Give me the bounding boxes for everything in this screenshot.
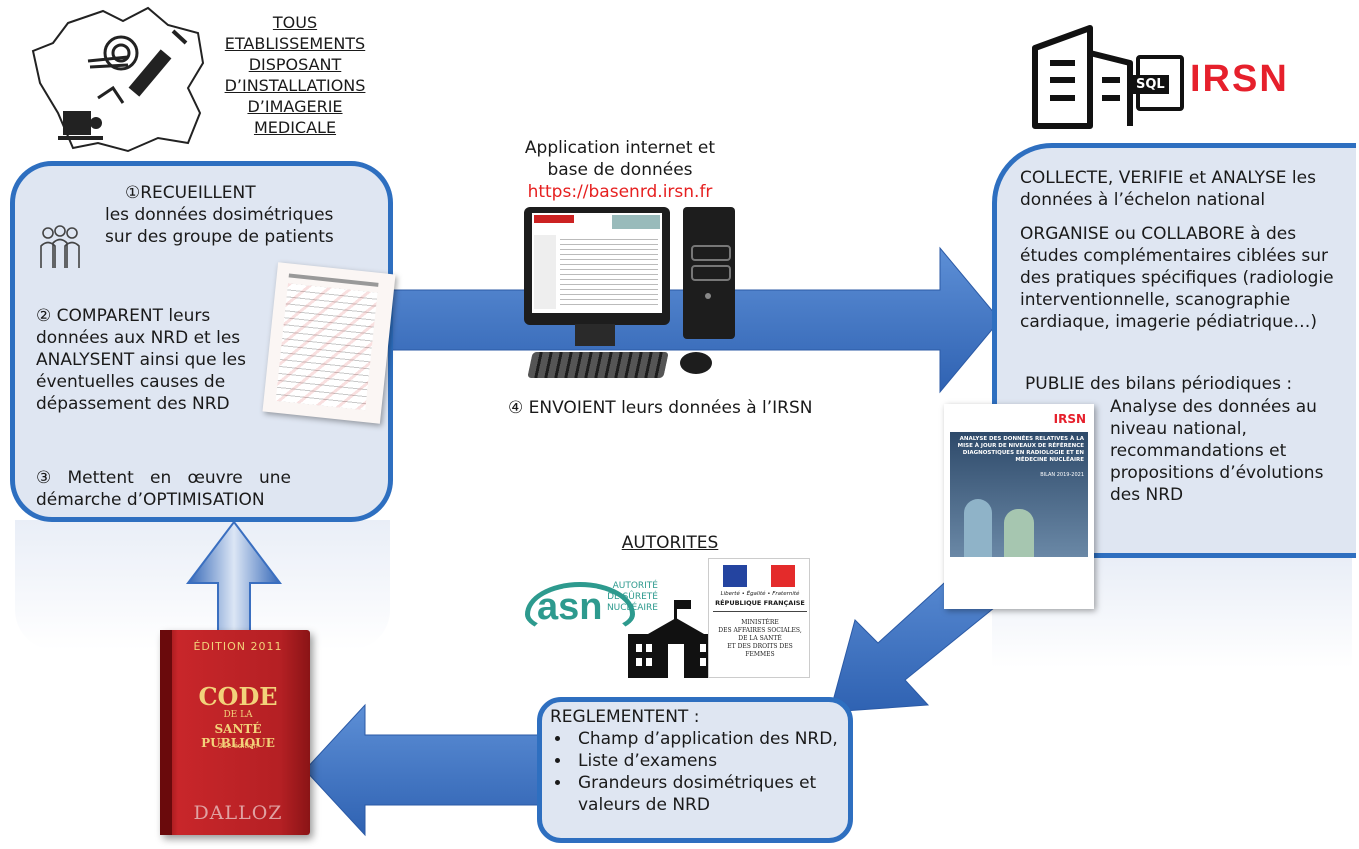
step3-optimise: ③ Mettent en œuvre une démarche d’OPTIMI…	[36, 468, 291, 510]
dosimetry-form-image	[262, 262, 396, 424]
irsn-organise: ORGANISE ou COLLABORE à des études compl…	[1020, 224, 1334, 332]
patients-group-icon	[40, 225, 80, 268]
app-url-link[interactable]: https://basenrd.irsn.fr	[527, 182, 713, 202]
irsn-report-cover: IRSN ANALYSE DES DONNÉES RELATIVES À LA …	[944, 404, 1094, 609]
irsn-publie-items: Analyse des données au niveau national, …	[1110, 397, 1324, 505]
asn-logo: asn	[525, 578, 635, 638]
regulations-box	[537, 697, 853, 843]
tower	[683, 207, 735, 339]
step2-compare: ② COMPARENT leurs données aux NRD et les…	[36, 306, 246, 414]
asn-tagline: AUTORITÉ DE SÛRETÉ NUCLÉAIRE	[606, 581, 658, 613]
left-box-reflection	[15, 520, 390, 650]
france-map-illustration	[31, 6, 205, 153]
irsn-publie-label: PUBLIE des bilans périodiques :	[1025, 374, 1293, 394]
step1-collect: ①RECUEILLENT les données dosimétriques s…	[105, 183, 334, 247]
sql-file-icon: SQL	[1132, 55, 1184, 111]
authorities-label: AUTORITES	[621, 533, 719, 553]
building-icon	[1032, 25, 1133, 129]
left-arrow	[304, 703, 541, 837]
monitor-screen	[532, 213, 662, 313]
application-caption: Application internet et base de données …	[470, 137, 770, 203]
step4-send: ④ ENVOIENT leurs données à l’IRSN	[508, 398, 813, 418]
regulations-content: REGLEMENTENT : Champ d’application des N…	[550, 706, 850, 816]
republique-ministere-logo: Liberté • Égalité • Fraternité RÉPUBLIQU…	[708, 558, 810, 678]
facilities-title: TOUS ETABLISSEMENTS DISPOSANT D’INSTALLA…	[224, 13, 366, 137]
keyboard	[527, 352, 669, 378]
monitor-stand	[575, 324, 615, 346]
mouse	[680, 352, 712, 374]
irsn-logo: IRSN	[1190, 58, 1289, 100]
irsn-collect: COLLECTE, VERIFIE et ANALYSE les données…	[1020, 168, 1316, 210]
code-book: ÉDITION 2011 CODE DE LA SANTÉ PUBLIQUE 2…	[160, 630, 310, 835]
